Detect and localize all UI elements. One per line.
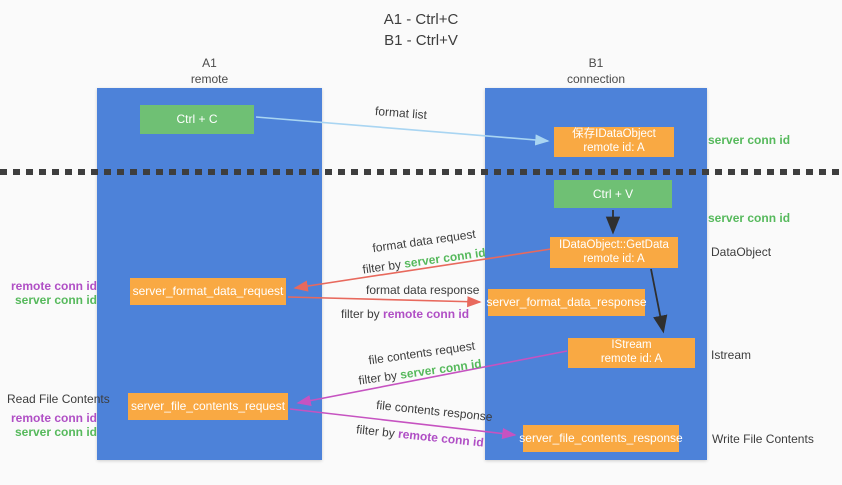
- node-istream-line1: IStream: [611, 339, 652, 352]
- filter-by-text-2: filter by: [341, 307, 380, 321]
- label-remote-conn-id-2: remote conn id: [10, 411, 97, 425]
- lane-b1-name: B1: [588, 56, 604, 70]
- label-write-file-contents: Write File Contents: [712, 432, 814, 446]
- label-filter-by-remote-conn-id-2: filter by remote conn id: [356, 422, 485, 449]
- node-server-file-contents-response: server_file_contents_response: [519, 425, 683, 452]
- filter-value-4: remote conn id: [397, 426, 485, 450]
- node-ctrl-c-label: Ctrl + C: [176, 112, 218, 127]
- node-idataobject-getdata: IDataObject::GetData remote id: A: [550, 237, 678, 268]
- label-server-conn-id-1: server conn id: [14, 293, 97, 307]
- filter-by-text-4: filter by: [355, 422, 396, 441]
- lane-b1-subtitle: connection: [566, 71, 626, 86]
- node-format-response-label: server_format_data_response: [486, 295, 647, 310]
- label-server-conn-id-mid: server conn id: [708, 211, 791, 225]
- node-getdata-line2: remote id: A: [583, 252, 645, 265]
- diagram-title: A1 - Ctrl+C B1 - Ctrl+V: [0, 9, 842, 51]
- label-format-data-response: format data response: [366, 283, 480, 297]
- node-save-dataobject: 保存IDataObject remote id: A: [554, 127, 674, 157]
- label-istream: Istream: [711, 348, 752, 362]
- node-ctrl-c: Ctrl + C: [140, 105, 254, 134]
- node-save-dataobject-line1: 保存IDataObject: [572, 128, 656, 141]
- label-remote-conn-id-1: remote conn id: [10, 279, 97, 293]
- node-ctrl-v-label: Ctrl + V: [592, 186, 634, 201]
- node-file-request-label: server_file_contents_request: [130, 399, 286, 414]
- node-format-request-label: server_format_data_request: [132, 284, 284, 299]
- lane-a1-name: A1: [202, 56, 217, 70]
- node-server-file-contents-request: server_file_contents_request: [128, 393, 288, 420]
- node-save-dataobject-line2: remote id: A: [583, 142, 645, 154]
- node-getdata-line1: IDataObject::GetData: [559, 238, 669, 251]
- label-dataobject: DataObject: [711, 245, 772, 259]
- label-server-conn-id-2: server conn id: [14, 425, 97, 439]
- filter-value-2: remote conn id: [383, 307, 470, 321]
- node-server-format-data-response: server_format_data_response: [486, 289, 647, 316]
- label-filter-by-remote-conn-id-1: filter by remote conn id: [341, 307, 469, 321]
- label-read-file-contents: Read File Contents: [7, 392, 110, 406]
- title-line-2: B1 - Ctrl+V: [384, 32, 458, 49]
- node-server-format-data-request: server_format_data_request: [130, 278, 286, 305]
- lane-header-b1: B1 connection: [485, 56, 707, 87]
- node-file-response-label: server_file_contents_response: [519, 431, 683, 446]
- label-format-list: format list: [374, 103, 428, 123]
- lane-header-a1: A1 remote: [97, 56, 322, 87]
- label-server-conn-id-top: server conn id: [708, 133, 791, 147]
- filter-by-text-3: filter by: [357, 368, 398, 388]
- node-istream-line2: remote id: A: [600, 353, 663, 365]
- lane-a1-subtitle: remote: [190, 71, 229, 86]
- node-ctrl-v: Ctrl + V: [554, 180, 672, 208]
- node-istream: IStream remote id: A: [568, 338, 695, 368]
- filter-by-text-1: filter by: [361, 257, 402, 277]
- label-file-contents-response: file contents response: [375, 397, 494, 425]
- dotted-separator: [0, 169, 842, 175]
- title-line-1: A1 - Ctrl+C: [383, 11, 459, 28]
